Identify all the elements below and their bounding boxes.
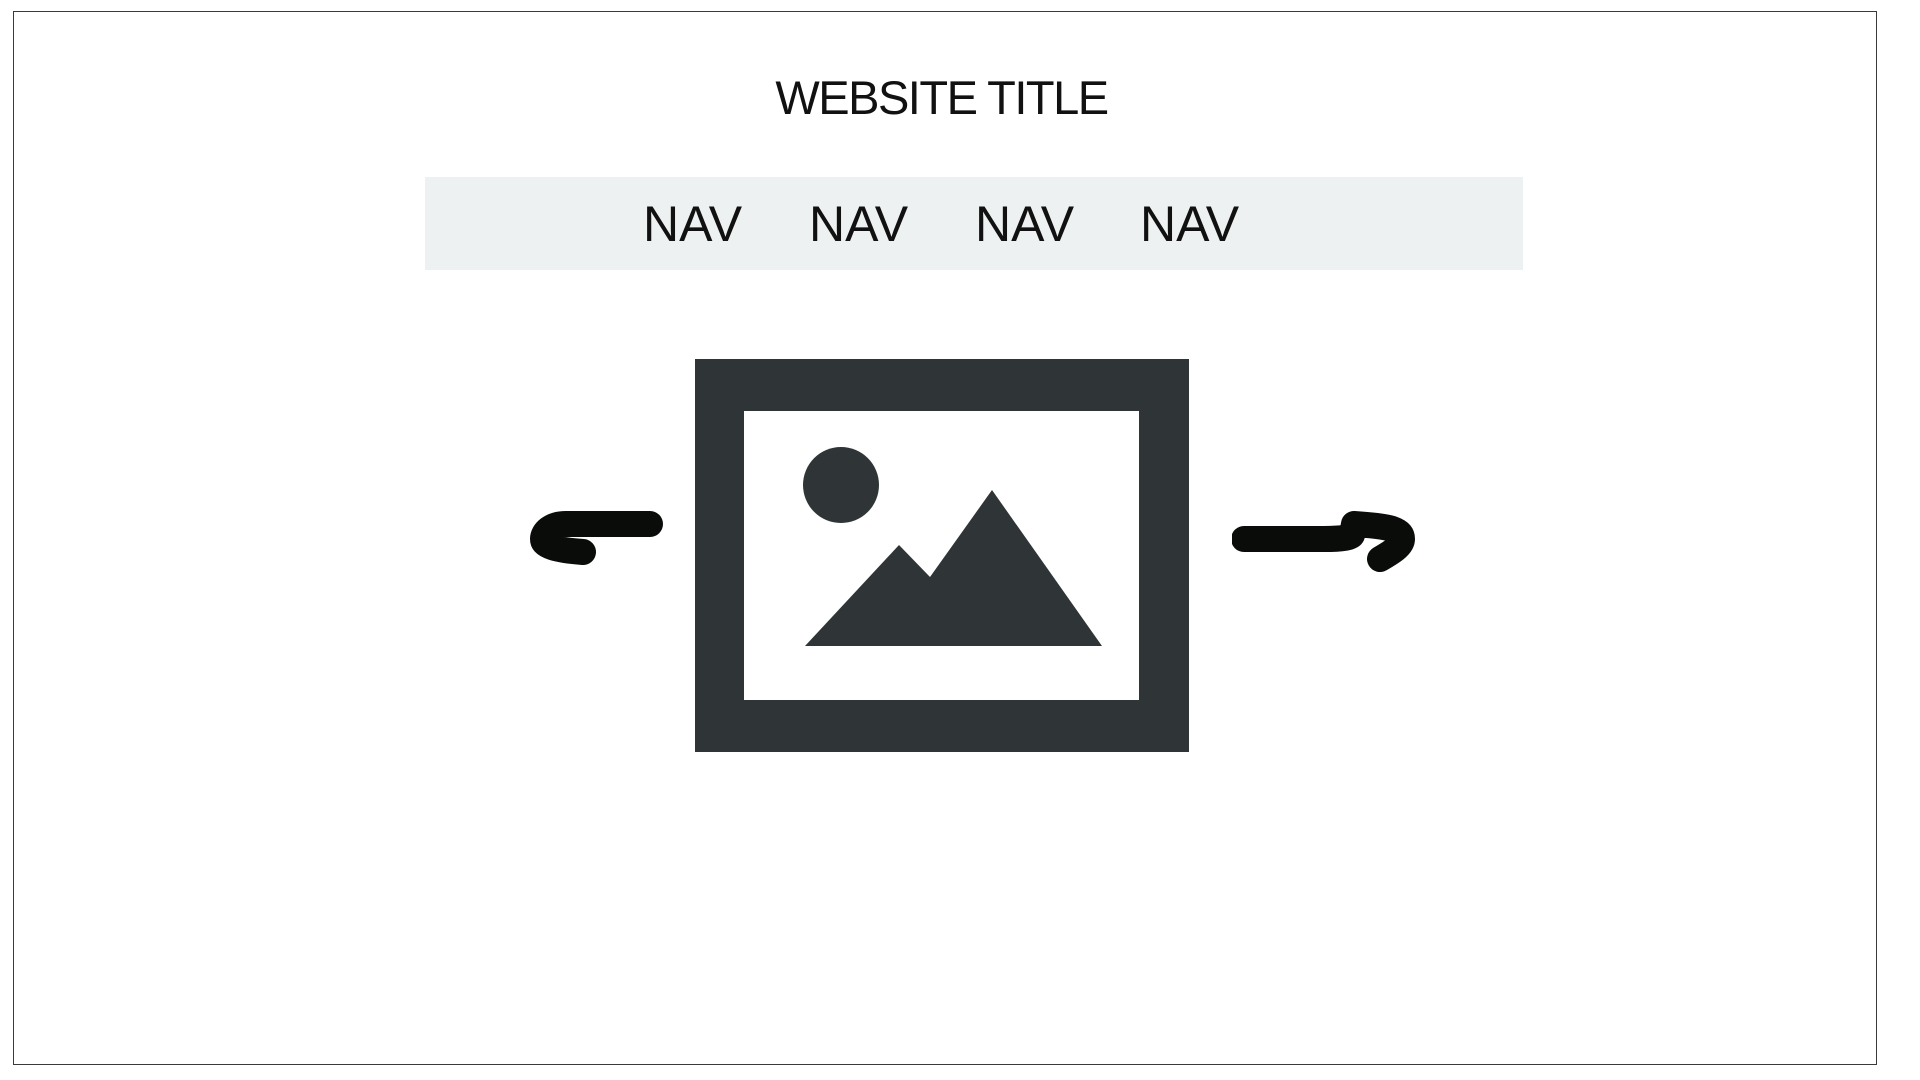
carousel-next-button[interactable] xyxy=(1231,496,1432,576)
nav-item-4[interactable]: NAV xyxy=(1140,196,1240,252)
carousel-image xyxy=(695,359,1189,752)
nav-item-2[interactable]: NAV xyxy=(809,196,909,252)
image-placeholder-icon xyxy=(695,359,1189,752)
carousel-prev-button[interactable] xyxy=(526,498,666,578)
website-title: WEBSITE TITLE xyxy=(775,71,1109,124)
wireframe-page: WEBSITE TITLE NAV NAV NAV NAV xyxy=(13,11,1877,1065)
arrow-right-icon xyxy=(1231,511,1415,572)
nav-item-3[interactable]: NAV xyxy=(975,196,1075,252)
nav-item-1[interactable]: NAV xyxy=(643,196,743,252)
nav-bar: NAV NAV NAV NAV xyxy=(425,177,1523,270)
arrow-left-icon xyxy=(530,511,663,565)
